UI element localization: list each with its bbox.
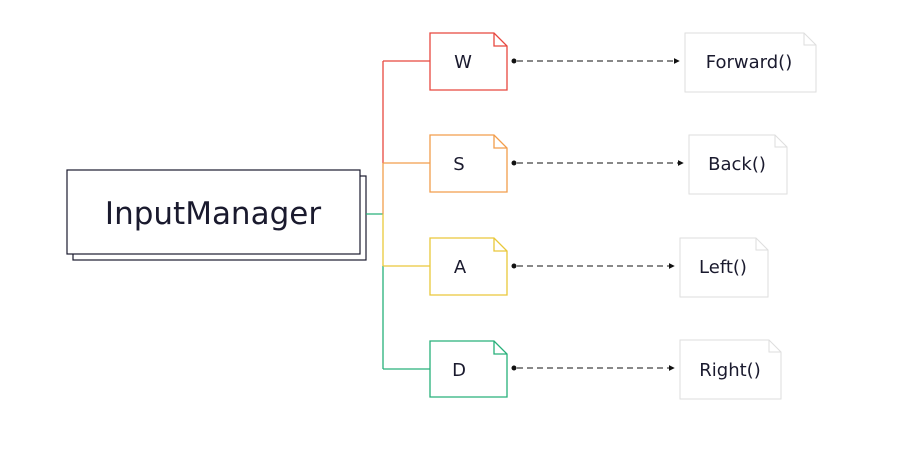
action-label-forward: Forward() <box>706 52 792 73</box>
branch-connectors <box>366 60 430 370</box>
action-box-right <box>679 339 782 400</box>
key-label-w: W <box>454 52 472 73</box>
action-node-left: Left() <box>679 237 769 298</box>
key-fold-w <box>493 33 507 47</box>
action-label-back: Back() <box>708 154 766 175</box>
action-node-back: Back() <box>688 134 788 195</box>
manager-node: InputManager <box>66 169 367 261</box>
key-fold-s <box>493 135 507 149</box>
key-label-d: D <box>452 360 466 381</box>
key-fold-a <box>493 238 507 252</box>
action-node-forward: Forward() <box>684 32 817 93</box>
arrow-origin-s <box>511 160 517 166</box>
action-label-left: Left() <box>699 257 747 278</box>
arrow-origin-w <box>511 58 517 64</box>
arrow-origin-d <box>511 365 517 371</box>
action-connectors <box>511 58 684 371</box>
key-box-a <box>429 237 508 296</box>
key-box-s <box>429 134 508 193</box>
action-box-forward <box>684 32 817 93</box>
manager-label: InputManager <box>105 196 321 232</box>
key-node-s: S <box>429 134 508 193</box>
manager-box <box>66 169 361 255</box>
key-node-d: D <box>429 340 508 398</box>
key-node-a: A <box>429 237 508 296</box>
action-fold-forward <box>803 33 816 46</box>
action-fold-right <box>768 340 781 353</box>
action-fold-back <box>774 135 787 148</box>
key-label-s: S <box>453 154 464 175</box>
action-node-right: Right() <box>679 339 782 400</box>
action-box-left <box>679 237 769 298</box>
key-fold-d <box>493 341 507 355</box>
action-label-right: Right() <box>699 360 760 381</box>
action-box-back <box>688 134 788 195</box>
key-node-w: W <box>429 32 508 91</box>
arrow-origin-a <box>511 263 517 269</box>
key-box-d <box>429 340 508 398</box>
action-fold-left <box>755 238 768 251</box>
key-box-w <box>429 32 508 91</box>
key-label-a: A <box>454 257 467 278</box>
